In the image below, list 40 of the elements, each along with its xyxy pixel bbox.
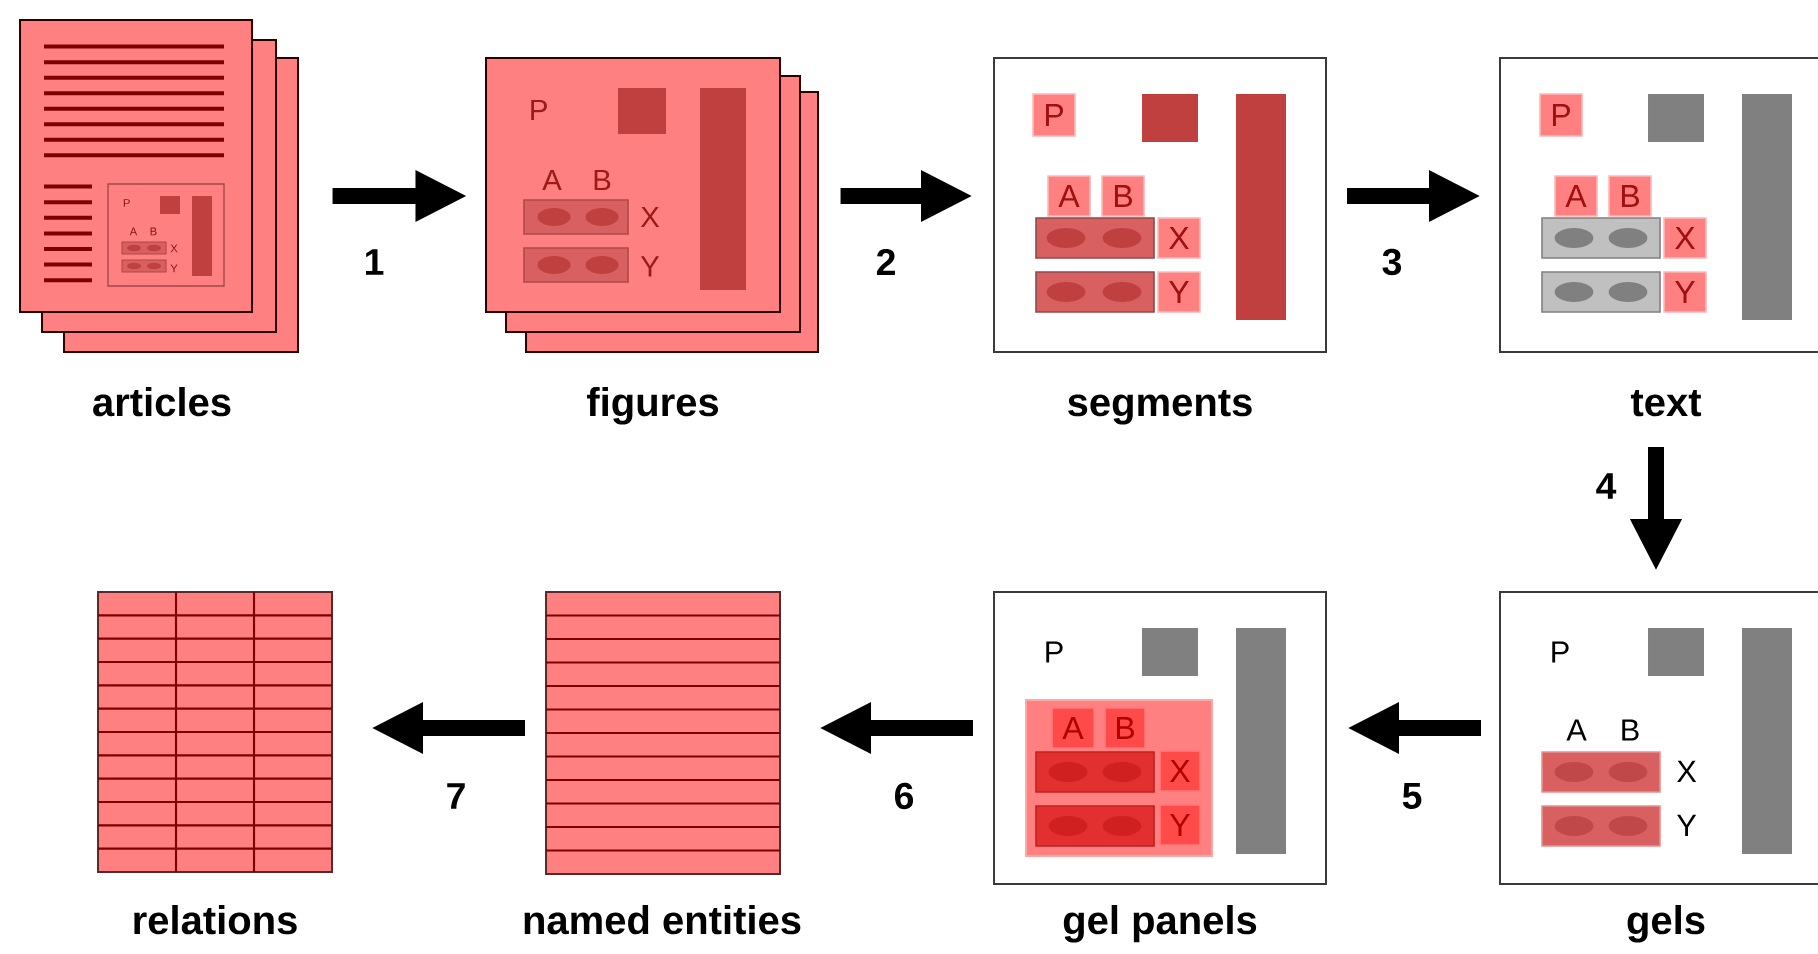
stage-caption: gel panels [1063, 905, 1257, 943]
step-number: 2 [876, 248, 895, 275]
stage-caption: named entities [524, 905, 801, 935]
panel-label: B [594, 169, 611, 191]
panel-label: A [1554, 175, 1598, 217]
panel-label: P [1032, 93, 1076, 137]
step-number: 3 [1382, 248, 1402, 276]
panel-label: B [1104, 707, 1146, 749]
stage-caption: relations [134, 905, 297, 935]
stage-caption: figures [587, 387, 719, 425]
stage-caption: gels [1627, 905, 1705, 943]
step-number: 5 [1402, 782, 1422, 809]
panel-label: P [531, 99, 547, 121]
panel-label: A [1566, 719, 1587, 741]
panel-label: Y [1663, 271, 1707, 313]
panel-label: A [1047, 175, 1091, 217]
panel-label: A [542, 169, 562, 191]
stage-caption: articles [93, 387, 231, 417]
panel-label: X [1677, 760, 1697, 782]
panel-label: P [1539, 93, 1583, 137]
step-number: 6 [895, 782, 914, 810]
stage-caption: text [1630, 389, 1702, 417]
panel-label: A [1051, 707, 1095, 749]
panel-label: Y [1677, 814, 1697, 836]
stage-caption: segments [1068, 389, 1252, 425]
panel-label: B [1622, 719, 1639, 741]
panel-label: Y [1159, 804, 1201, 846]
step-number: 4 [1596, 473, 1617, 499]
panel-label: B [1101, 175, 1145, 217]
panel-label: P [1552, 641, 1569, 663]
panel-label: X [1663, 217, 1707, 259]
panel-label: Y [640, 256, 660, 277]
panel-label: X [640, 206, 660, 228]
step-number: 7 [447, 783, 465, 809]
step-number: 1 [366, 249, 384, 275]
panel-label: X [1157, 217, 1201, 259]
panel-label: B [1608, 175, 1652, 217]
panel-label: P [1046, 641, 1063, 663]
panel-label: X [1159, 750, 1201, 792]
panel-label: Y [1157, 271, 1201, 313]
